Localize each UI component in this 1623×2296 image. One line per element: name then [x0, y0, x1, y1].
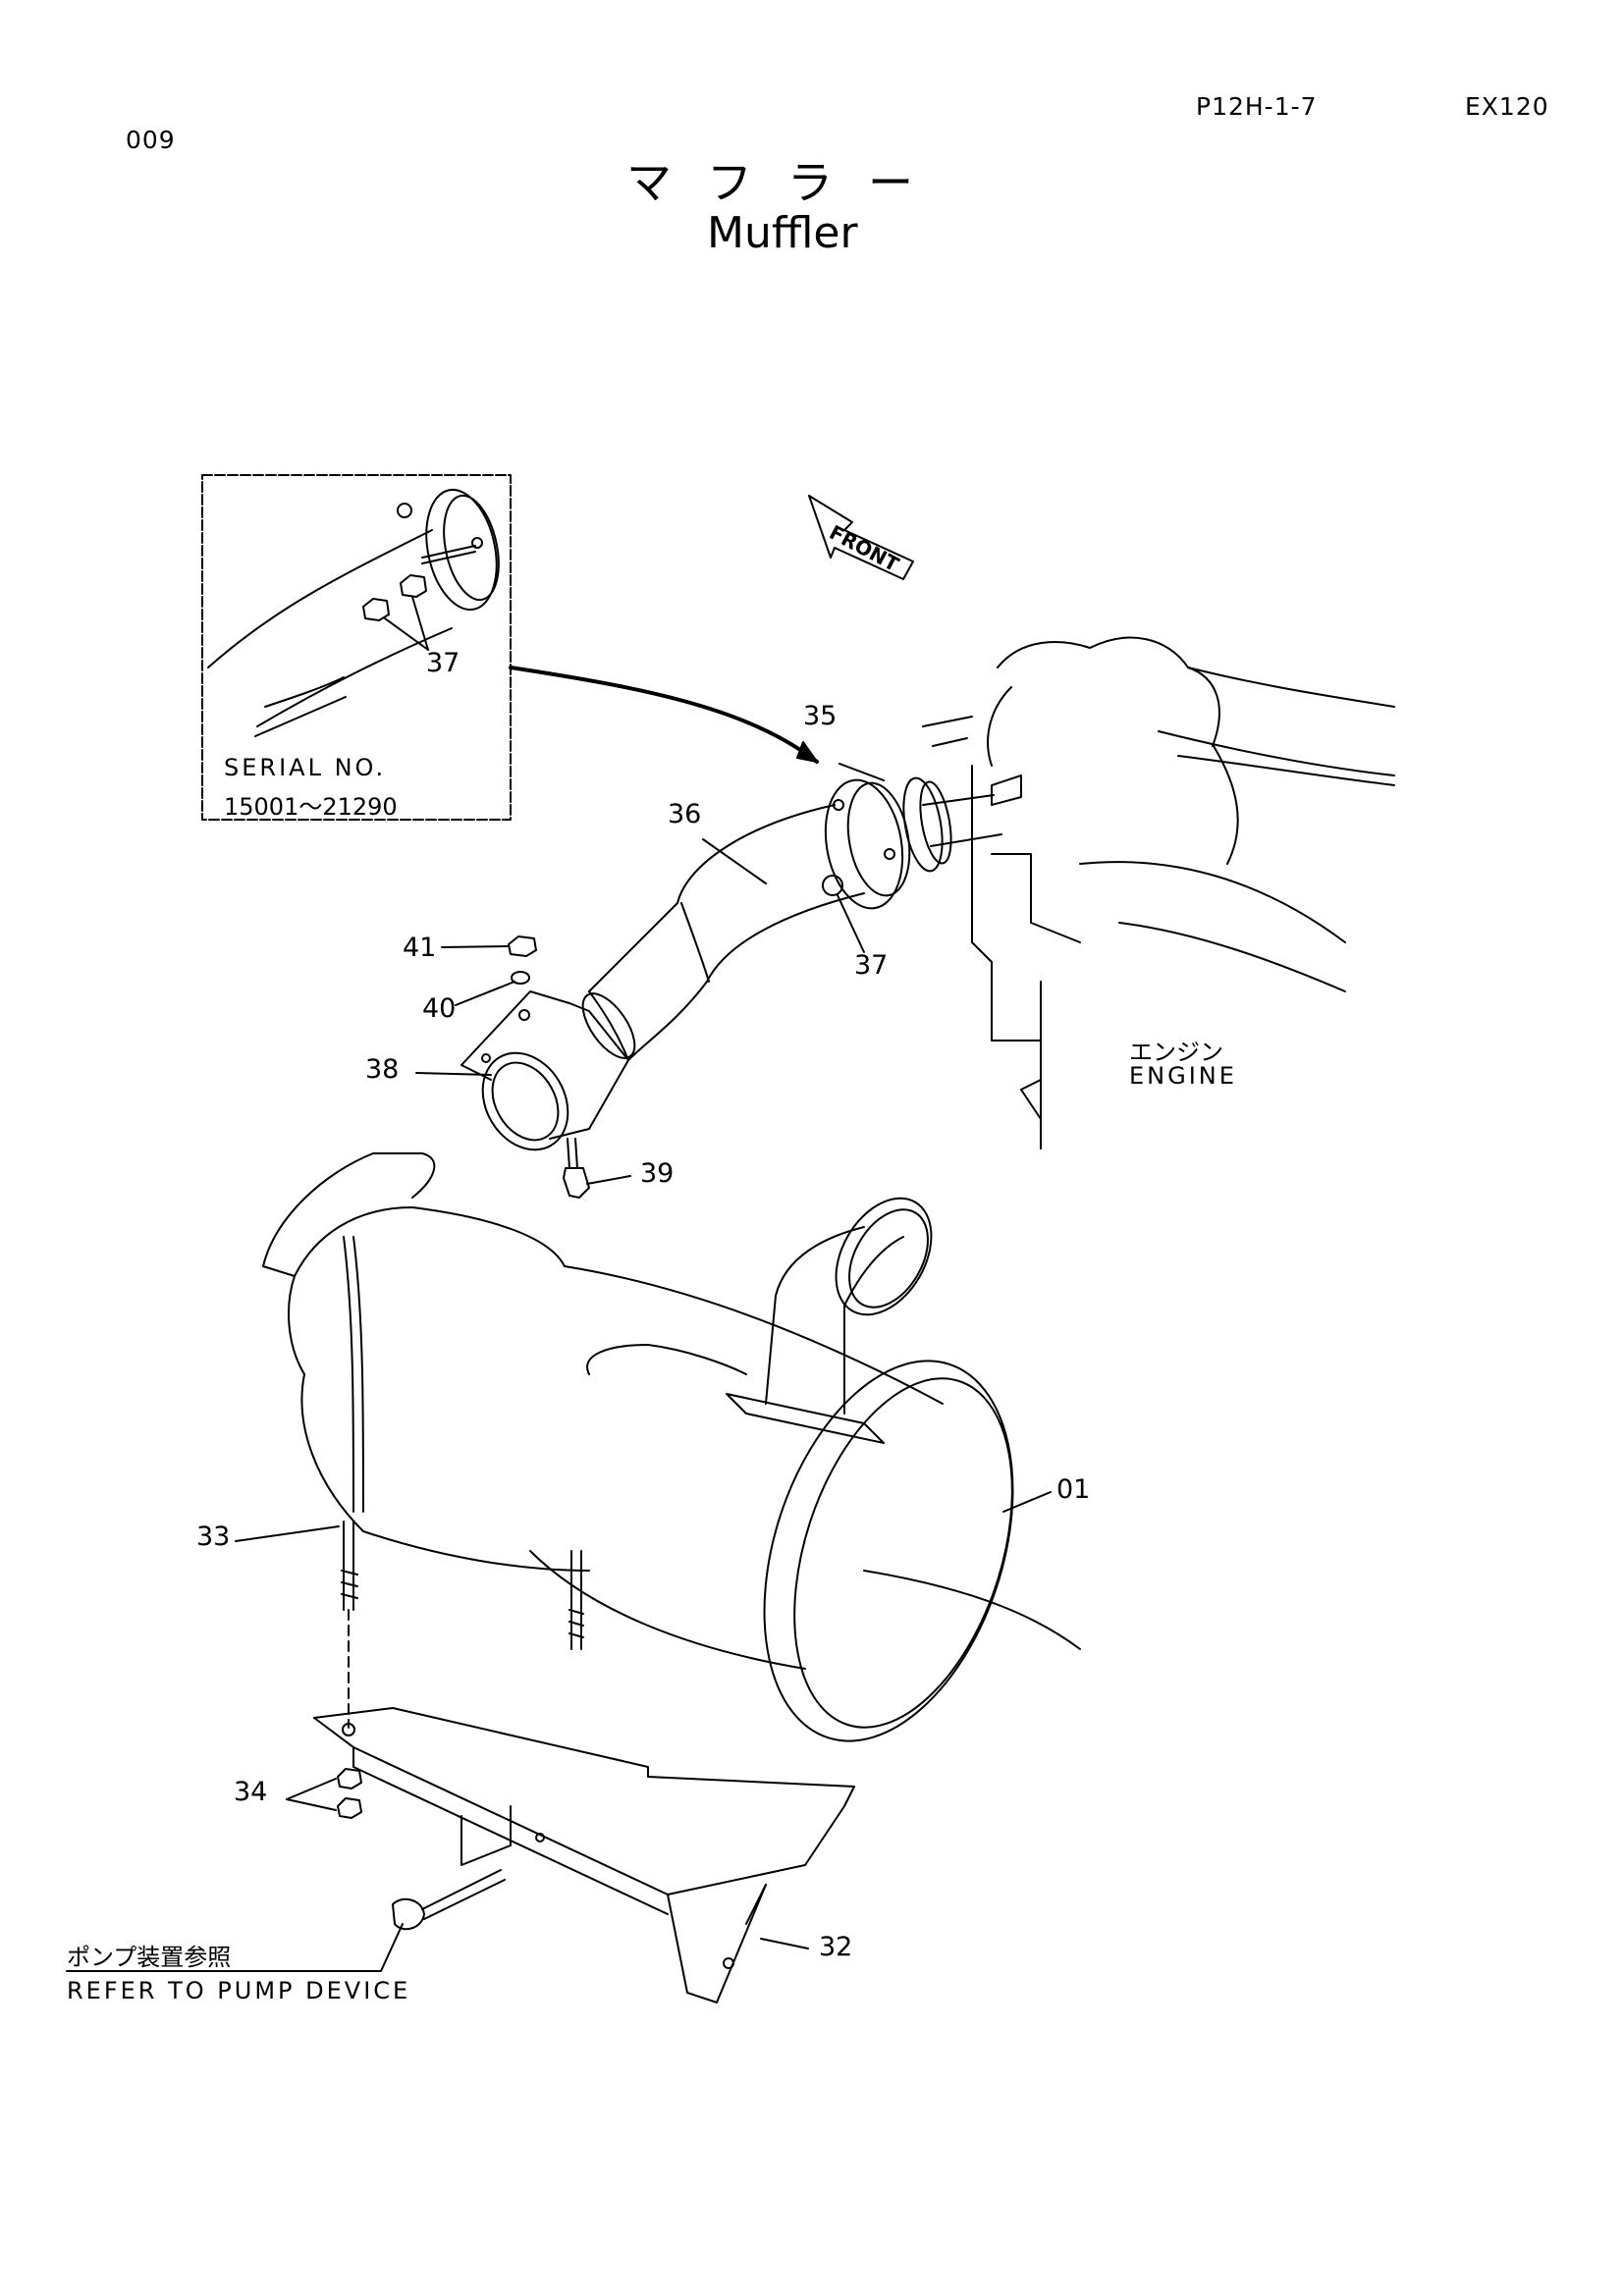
engine-partial — [923, 638, 1394, 1148]
inset-callout-37: 37 — [426, 648, 460, 678]
engine-label-japanese: エンジン — [1129, 1039, 1223, 1066]
machine-model: EX120 — [1465, 92, 1549, 121]
serial-inset-box — [202, 475, 511, 820]
callout-37: 37 — [854, 950, 889, 981]
callout-41: 41 — [403, 933, 437, 963]
part-32-mounting-bracket — [314, 1551, 854, 2002]
serial-number-label: SERIAL NO. — [224, 754, 387, 781]
callout-01: 01 — [1056, 1474, 1091, 1505]
part-38-clamp — [461, 991, 628, 1165]
engine-label-english: ENGINE — [1129, 1062, 1237, 1090]
part-35-gasket-flange — [816, 774, 1001, 914]
pump-note-english: REFER TO PUMP DEVICE — [67, 1977, 411, 2004]
serial-number-range: 15001～21290 — [224, 793, 398, 821]
pump-note-japanese: ポンプ装置参照 — [67, 1944, 232, 1971]
callout-36: 36 — [668, 799, 702, 829]
callout-32: 32 — [819, 1932, 853, 1962]
callout-38: 38 — [365, 1054, 400, 1085]
page-number: 009 — [126, 126, 176, 154]
front-direction-arrow — [809, 496, 913, 579]
drawing-reference-code: P12H-1-7 — [1196, 92, 1318, 121]
callout-34: 34 — [234, 1777, 268, 1807]
callout-39: 39 — [640, 1158, 675, 1189]
title-japanese: マフラー — [626, 156, 948, 209]
part-36-exhaust-pipe — [572, 805, 864, 1066]
callout-35: 35 — [803, 701, 838, 731]
callout-33: 33 — [196, 1522, 231, 1552]
title-english: Muffler — [707, 208, 858, 258]
part-01-muffler — [263, 1153, 1080, 1773]
callout-40: 40 — [422, 993, 457, 1024]
